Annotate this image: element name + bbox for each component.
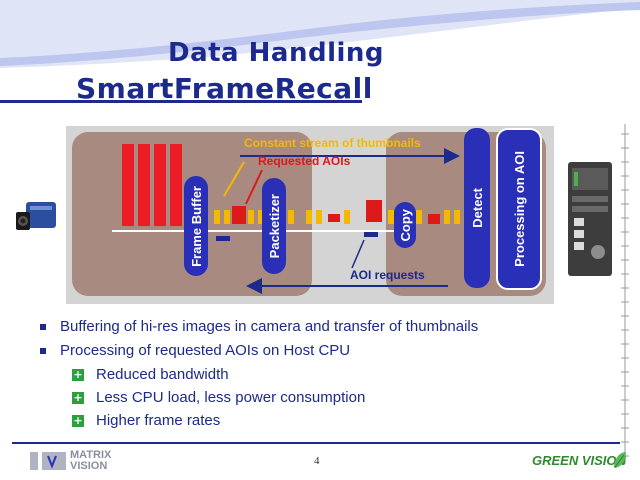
footer-divider	[12, 442, 620, 444]
matrix-vision-logo-line1: MATRIX	[70, 449, 112, 461]
thumbnail	[288, 210, 294, 224]
green-vision-leaf-icon	[614, 452, 626, 468]
header-swoosh-decoration	[0, 0, 640, 68]
copy-box: Copy	[394, 202, 416, 248]
title-underline	[0, 100, 362, 103]
frame-buffer-box: Frame Buffer	[184, 176, 208, 276]
detect-box: Detect	[464, 128, 490, 288]
thumbnail-stream-label: Constant stream of thumbnails	[244, 136, 421, 150]
bullet-item: Processing of requested AOIs on Host CPU	[40, 342, 350, 359]
sub-bullet-text: Higher frame rates	[96, 412, 221, 429]
plus-bullet-icon: +	[72, 413, 84, 427]
thumbnail	[444, 210, 450, 224]
host-pc-icon	[568, 162, 612, 276]
thumbnail	[258, 210, 264, 224]
requested-aoi	[428, 214, 440, 224]
thumbnail	[214, 210, 220, 224]
requested-aoi	[366, 200, 382, 222]
thumbnail	[344, 210, 350, 224]
sub-bullet-item: + Less CPU load, less power consumption	[72, 389, 365, 406]
bullet-item: Buffering of hi-res images in camera and…	[40, 318, 478, 335]
buffered-frame	[138, 144, 150, 226]
matrix-vision-logo-mark-icon	[30, 452, 66, 470]
requested-aois-label: Requested AOIs	[258, 154, 351, 168]
matrix-vision-logo-line2: VISION	[70, 460, 108, 472]
camera-icon	[16, 202, 56, 230]
page-number: 4	[314, 455, 320, 467]
copy-label: Copy	[397, 208, 413, 242]
side-scale-decoration	[621, 124, 629, 464]
plus-bullet-icon: +	[72, 390, 84, 404]
green-vision-logo: GREEN VISION	[532, 453, 626, 468]
matrix-vision-logo: MATRIX VISION	[30, 450, 130, 472]
slide-subtitle: SmartFrameRecall	[76, 72, 373, 105]
sub-bullet-text: Less CPU load, less power consumption	[96, 389, 366, 406]
buffered-frame	[154, 144, 166, 226]
plus-bullet-icon: +	[72, 367, 84, 381]
thumbnail	[316, 210, 322, 224]
frame-buffer-label: Frame Buffer	[188, 185, 204, 267]
square-bullet-icon	[40, 323, 46, 330]
sub-bullet-text: Reduced bandwidth	[96, 366, 229, 383]
sub-bullet-item: + Higher frame rates	[72, 412, 220, 429]
processing-box: Processing on AOI	[496, 128, 542, 290]
thumbnail	[248, 210, 254, 224]
thumbnail	[454, 210, 460, 224]
aoi-request-marker	[364, 232, 378, 237]
aoi-requests-label: AOI requests	[350, 268, 425, 282]
processing-label: Processing on AOI	[511, 151, 527, 267]
packetizer-label: Packetizer	[266, 193, 282, 259]
packetizer-box: Packetizer	[262, 178, 286, 274]
requested-aoi	[232, 206, 246, 224]
buffered-frame	[170, 144, 182, 226]
slide-title: Data Handling	[168, 38, 385, 68]
detect-label: Detect	[469, 188, 485, 228]
aoi-request-marker	[216, 236, 230, 241]
buffered-frame	[122, 144, 134, 226]
requested-aoi	[328, 214, 340, 222]
bullet-text: Processing of requested AOIs on Host CPU	[60, 342, 351, 359]
thumbnail	[388, 210, 394, 224]
square-bullet-icon	[40, 347, 46, 354]
thumbnail	[416, 210, 422, 224]
sub-bullet-item: + Reduced bandwidth	[72, 366, 229, 383]
thumbnail	[306, 210, 312, 224]
bullet-text: Buffering of hi-res images in camera and…	[60, 318, 479, 335]
thumbnail	[224, 210, 230, 224]
